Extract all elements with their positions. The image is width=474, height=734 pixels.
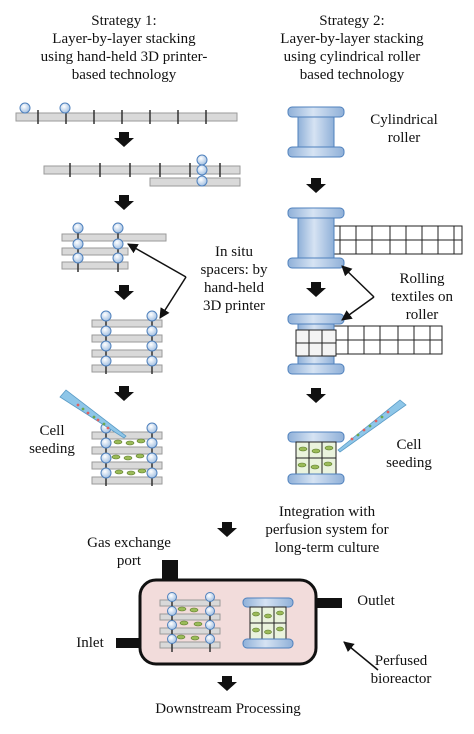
cylindrical-roller-line-2: roller <box>387 130 421 146</box>
s1-step2-bars <box>43 154 241 187</box>
strategy1-line-4: based technology <box>71 67 177 83</box>
in-situ-line-2: spacers: by <box>200 262 268 278</box>
s1-step3-stack <box>61 222 167 272</box>
gas-exchange-label: Gas exchange port <box>74 534 184 570</box>
strategy2-line-4: based technology <box>299 67 405 83</box>
strategy2-line-3: using cylindrical roller <box>283 49 421 65</box>
gas-exchange-line-1: Gas exchange <box>87 535 171 551</box>
integration-line-3: long-term culture <box>274 540 380 556</box>
perfused-bioreactor-line-2: bioreactor <box>370 671 432 687</box>
downstream-label: Downstream Processing <box>120 700 336 718</box>
pipette-icon-right <box>337 399 407 453</box>
roller-4-seeded <box>287 431 345 485</box>
pipette-icon-left <box>59 389 127 439</box>
inlet-text: Inlet <box>76 635 104 651</box>
downstream-text: Downstream Processing <box>155 701 301 717</box>
cylindrical-roller-line-1: Cylindrical <box>370 112 438 128</box>
strategy2-line-1: Strategy 2: <box>319 13 385 29</box>
bioreactor <box>116 560 342 666</box>
pointer-arrows <box>127 243 379 671</box>
s1-step1-bar <box>15 102 238 124</box>
cell-seeding-right-label: Cell seeding <box>374 436 444 472</box>
strategy1-line-2: Layer-by-layer stacking <box>52 31 196 47</box>
integration-line-2: perfusion system for <box>265 522 389 538</box>
strategy2-line-2: Layer-by-layer stacking <box>280 31 424 47</box>
integration-line-1: Integration with <box>278 504 376 520</box>
s1-step4-stack <box>91 310 163 374</box>
roller-2-with-textile <box>287 207 463 269</box>
down-arrows <box>114 132 326 691</box>
in-situ-line-4: 3D printer <box>202 298 266 314</box>
s1-step5-seeded-stack <box>91 422 163 486</box>
cell-seeding-left-label: Cell seeding <box>22 422 82 458</box>
roller-1 <box>287 106 345 158</box>
strategy1-title: Strategy 1: Layer-by-layer stacking usin… <box>12 12 236 84</box>
rolling-textiles-line-3: roller <box>405 307 439 323</box>
strategy1-line-3: using hand-held 3D printer- <box>40 49 208 65</box>
strategy2-title: Strategy 2: Layer-by-layer stacking usin… <box>238 12 466 84</box>
in-situ-line-3: hand-held <box>204 280 264 296</box>
in-situ-spacers-label: In situ spacers: by hand-held 3D printer <box>182 243 286 315</box>
cell-seeding-left-line-2: seeding <box>29 441 75 457</box>
cell-seeding-right-line-2: seeding <box>386 455 432 471</box>
rolling-textiles-label: Rolling textiles on roller <box>374 270 470 324</box>
cell-seeding-right-line-1: Cell <box>396 437 422 453</box>
roller-3-wrapping <box>287 313 443 375</box>
outlet-text: Outlet <box>357 593 395 609</box>
integration-label: Integration with perfusion system for lo… <box>242 503 412 557</box>
inlet-label: Inlet <box>66 634 114 652</box>
outlet-label: Outlet <box>346 592 406 610</box>
cylindrical-roller-label: Cylindrical roller <box>352 111 456 147</box>
gas-exchange-line-2: port <box>116 553 142 569</box>
perfused-bioreactor-label: Perfused bioreactor <box>356 652 446 688</box>
cell-seeding-left-line-1: Cell <box>39 423 65 439</box>
rolling-textiles-line-1: Rolling <box>399 271 445 287</box>
rolling-textiles-line-2: textiles on <box>390 289 454 305</box>
strategy1-line-1: Strategy 1: <box>91 13 157 29</box>
perfused-bioreactor-line-1: Perfused <box>374 653 428 669</box>
in-situ-line-1: In situ <box>215 244 253 260</box>
